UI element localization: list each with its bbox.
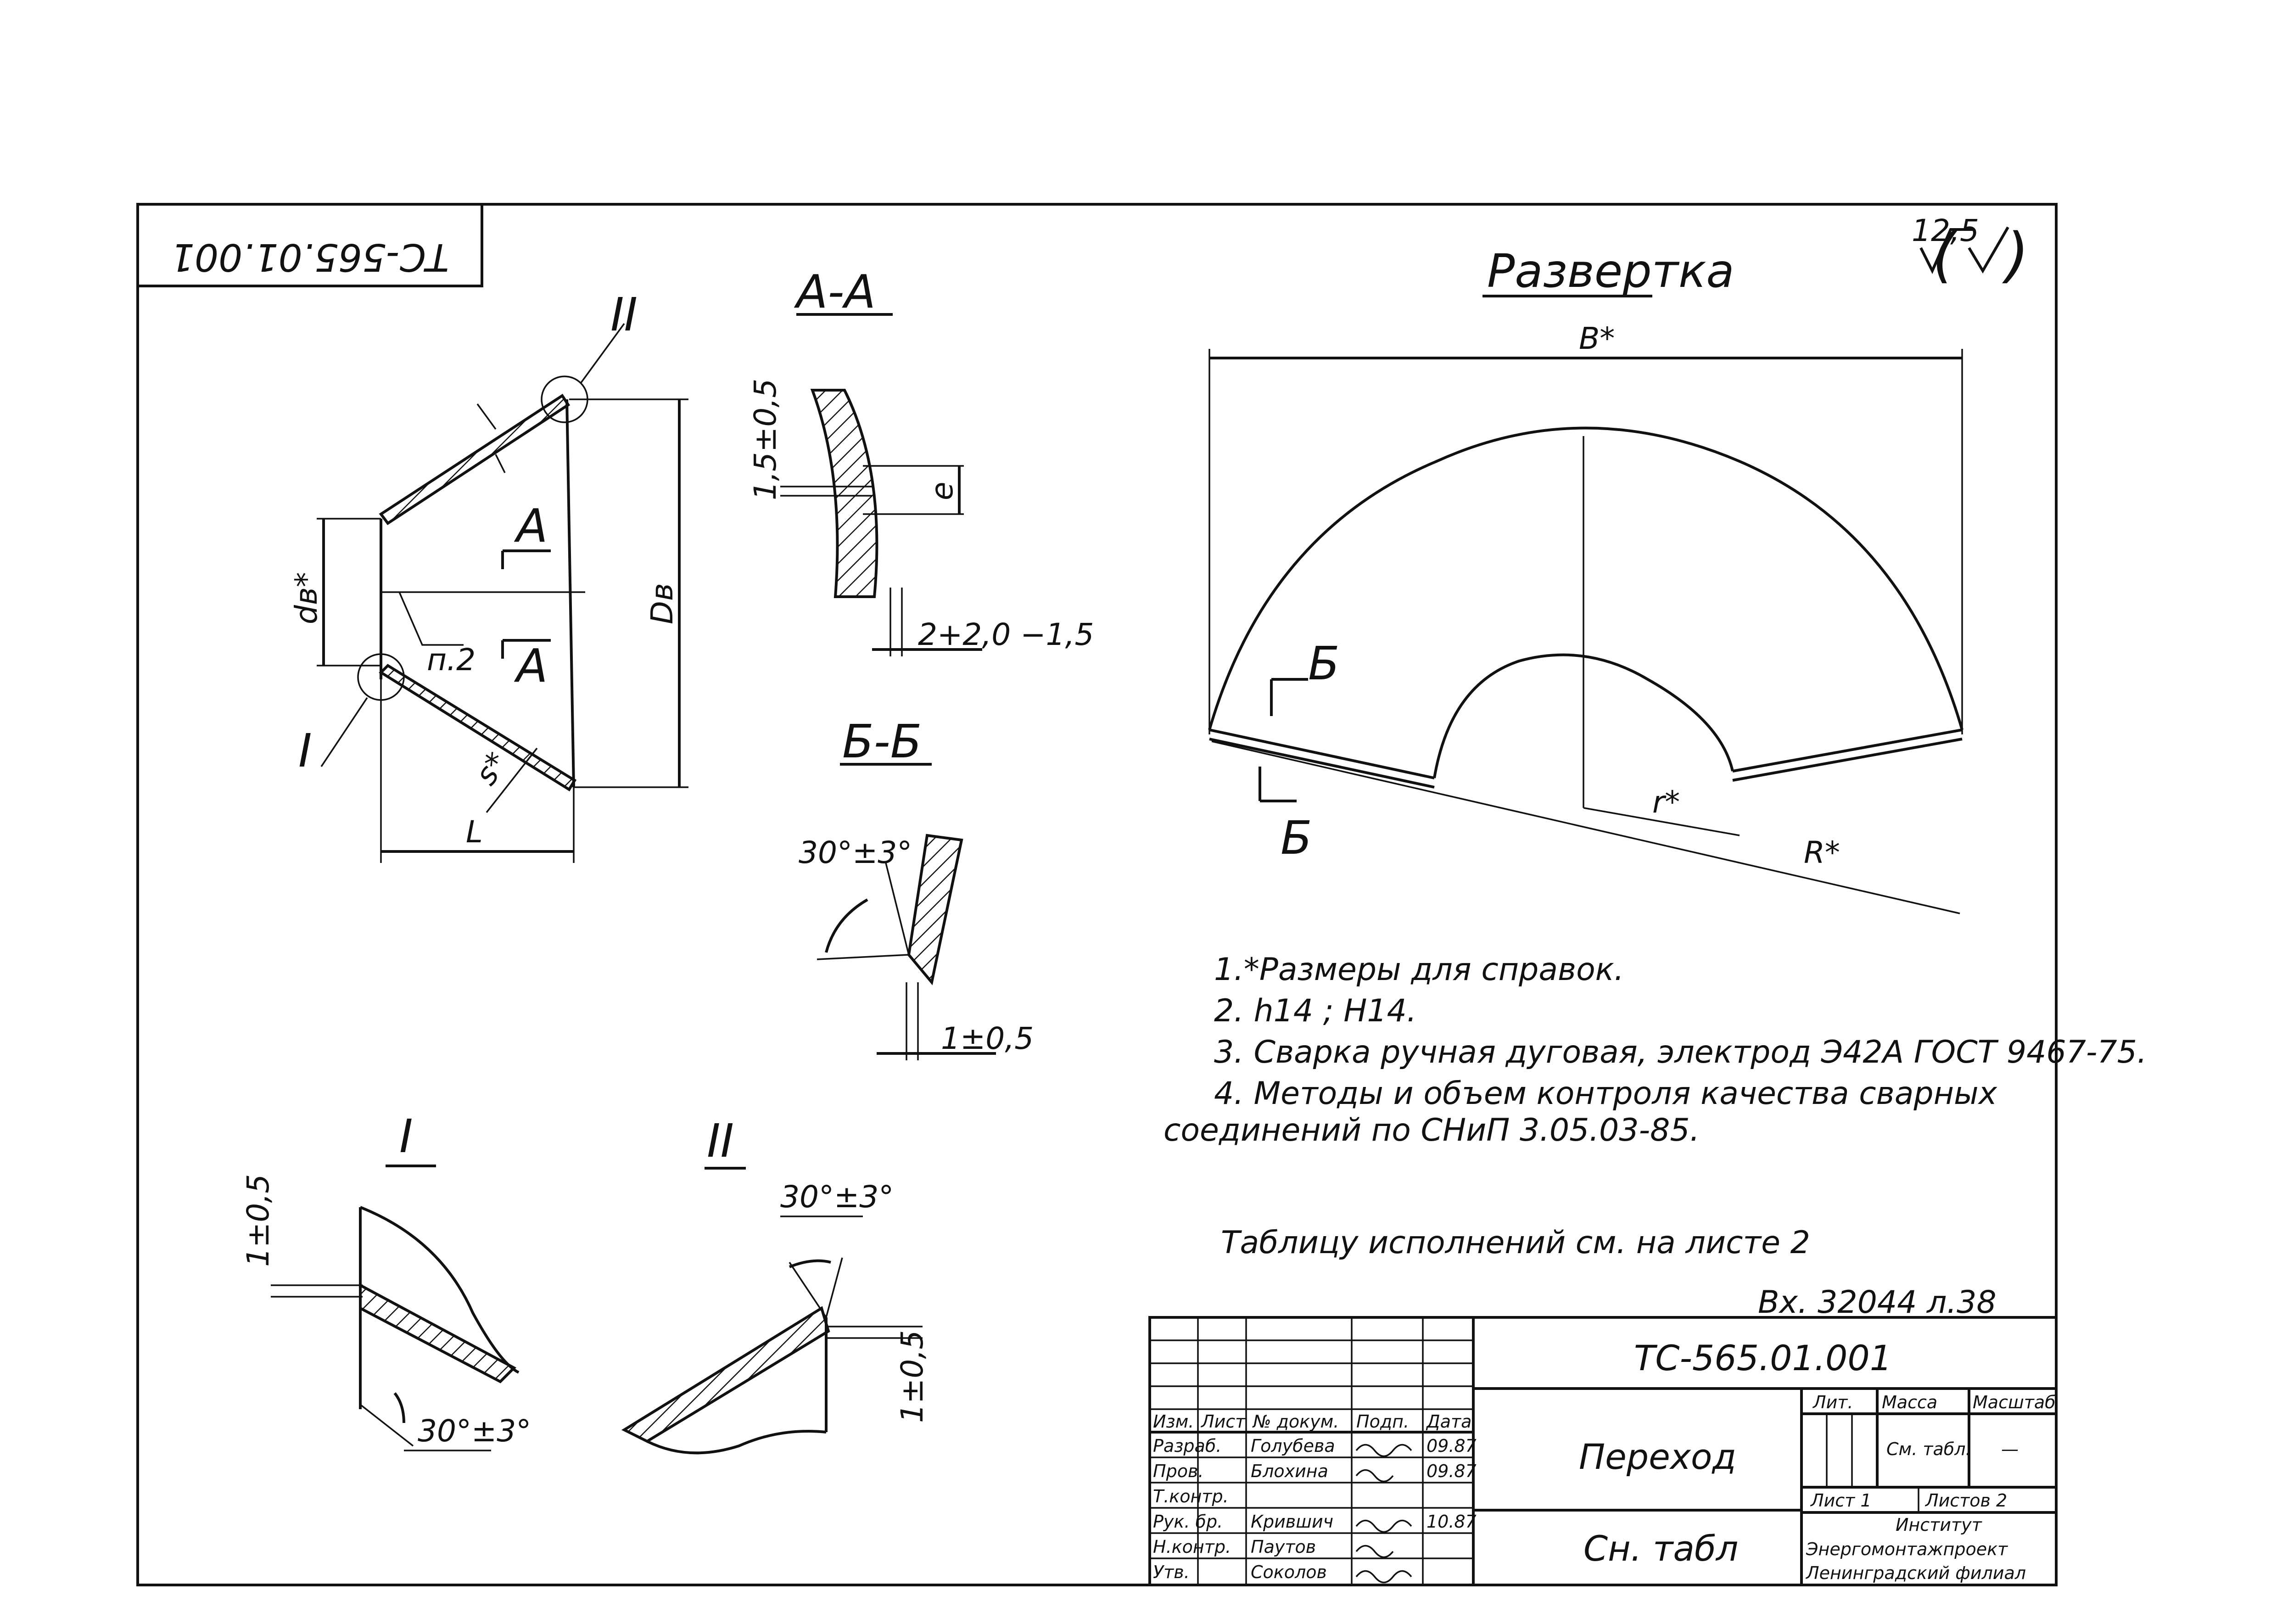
tb-name-6: Соколов xyxy=(1251,1562,1327,1582)
tb-header-list: Лист xyxy=(1200,1411,1246,1432)
tb-sheets: Листов 2 xyxy=(1924,1490,2007,1511)
note-4-cont: соединений по СНиП 3.05.03-85. xyxy=(1164,1112,1700,1148)
dim-bb-gap: 1±0,5 xyxy=(941,1021,1034,1056)
note-4: 4. Методы и объем контроля качества свар… xyxy=(1214,1075,1997,1112)
tb-org-2: Энергомонтажпроект xyxy=(1806,1539,2008,1559)
tb-header-date: Дата xyxy=(1426,1411,1471,1432)
title-block: Изм. Лист № докум. Подп. Дата Разраб. Го… xyxy=(1148,1316,2058,1586)
sheet-frame xyxy=(136,203,2058,1586)
dim-detail-1-t: 1±0,5 xyxy=(241,1174,276,1267)
note-2: 2. h14 ; H14. xyxy=(1214,993,1417,1029)
ref-p2: п.2 xyxy=(427,642,476,678)
dim-Dv: Dв xyxy=(644,583,680,624)
detail-2-view: II 30°±3° 1±0,5 xyxy=(621,1114,930,1455)
inventory-number: Вх. 32044 л.38 xyxy=(1758,1284,1997,1321)
tb-code: ТС-565.01.001 xyxy=(1634,1338,1892,1378)
detail-2-title: II xyxy=(707,1114,734,1168)
tb-name-4: Крившич xyxy=(1251,1512,1333,1532)
cut-b-upper: Б xyxy=(1308,637,1340,690)
tb-header-doc: № докум. xyxy=(1252,1411,1339,1432)
tb-material: Сн. табл xyxy=(1583,1528,1738,1569)
tb-org-1: Институт xyxy=(1896,1515,1983,1535)
tb-mass-value: См. табл. xyxy=(1886,1439,1971,1459)
cut-b-lower: Б xyxy=(1281,811,1312,865)
tb-scale-value: — xyxy=(2001,1439,2019,1459)
dim-dv: dв* xyxy=(289,572,324,624)
detail-2-callout: II xyxy=(610,288,638,342)
note-3: 3. Сварка ручная дуговая, электрод Э42А … xyxy=(1214,1034,2147,1070)
tb-date-4: 10.87 xyxy=(1427,1512,1477,1532)
dim-unfold-R: R* xyxy=(1804,835,1840,870)
detail-1-title: I xyxy=(399,1109,413,1163)
unfold-view: Развертка B* r* R* Б Б xyxy=(1208,244,1964,914)
roughness-bracket: ( xyxy=(1932,220,1958,290)
tb-role-1: Разраб. xyxy=(1153,1436,1221,1456)
tb-role-2: Пров. xyxy=(1153,1461,1203,1481)
tb-header-sign: Подп. xyxy=(1356,1411,1409,1432)
tb-name-1: Голубева xyxy=(1251,1436,1335,1456)
note-1: 1.*Размеры для справок. xyxy=(1214,952,1624,988)
tb-date-2: 09.87 xyxy=(1427,1461,1477,1481)
dim-detail-1-angle: 30°±3° xyxy=(418,1413,531,1449)
section-aa: А-А e 1,5±0,5 2+2,0 −1,5 xyxy=(748,265,1094,656)
tb-role-6: Утв. xyxy=(1153,1562,1190,1582)
cone-side-view: А А I II dв* Dв L s* п.2 xyxy=(289,288,688,863)
tb-scale-label: Масштаб xyxy=(1973,1392,2056,1412)
tb-sheet: Лист 1 xyxy=(1810,1490,1872,1511)
tb-org-3: Ленинградский филиал xyxy=(1805,1563,2026,1583)
dim-unfold-r: r* xyxy=(1652,784,1680,820)
unfold-title: Развертка xyxy=(1487,244,1734,298)
dim-detail-2-t: 1±0,5 xyxy=(895,1330,930,1423)
tb-role-5: Н.контр. xyxy=(1153,1537,1231,1557)
detail-1-view: I 1±0,5 30°±3° xyxy=(241,1109,531,1451)
roughness-bracket-close: ) xyxy=(2002,220,2029,290)
dim-detail-2-angle: 30°±3° xyxy=(780,1179,894,1215)
section-bb-title: Б-Б xyxy=(842,715,922,768)
cut-a-top: А xyxy=(514,499,548,553)
stamp-code-mirrored: ТС-565.01.001 xyxy=(171,235,449,279)
dim-aa-e: e xyxy=(924,482,960,500)
mirrored-stamp: ТС-565.01.001 xyxy=(136,203,483,287)
table-reference: Таблицу исполнений см. на листе 2 xyxy=(1221,1225,1810,1261)
tb-role-3: Т.контр. xyxy=(1153,1486,1229,1506)
tb-header-izm: Изм. xyxy=(1153,1411,1194,1432)
tb-name: Переход xyxy=(1579,1436,1736,1477)
technical-notes: 1.*Размеры для справок. 2. h14 ; H14. 3.… xyxy=(1164,952,2147,1321)
cut-a-bottom: А xyxy=(514,639,548,693)
dim-aa-thickness: 1,5±0,5 xyxy=(748,379,783,500)
roughness-value: 12,5 xyxy=(1912,213,1979,248)
tb-role-4: Рук. бр. xyxy=(1153,1512,1223,1532)
section-bb: Б-Б 30°±3° 1±0,5 xyxy=(799,715,1034,1060)
roughness-symbol: 12,5 ( ) xyxy=(1912,213,2029,290)
tb-lit-label: Лит. xyxy=(1812,1392,1853,1412)
section-aa-title: А-А xyxy=(794,265,876,319)
detail-1-callout: I xyxy=(298,724,312,778)
tb-mass-label: Масса xyxy=(1882,1392,1937,1412)
tb-date-1: 09.87 xyxy=(1427,1436,1477,1456)
dim-aa-gap: 2+2,0 −1,5 xyxy=(918,617,1094,652)
dim-bb-angle: 30°±3° xyxy=(799,835,912,870)
dim-unfold-B: B* xyxy=(1579,321,1615,356)
tb-name-2: Блохина xyxy=(1251,1461,1328,1481)
tb-name-5: Паутов xyxy=(1251,1537,1316,1557)
dim-L: L xyxy=(466,814,483,850)
